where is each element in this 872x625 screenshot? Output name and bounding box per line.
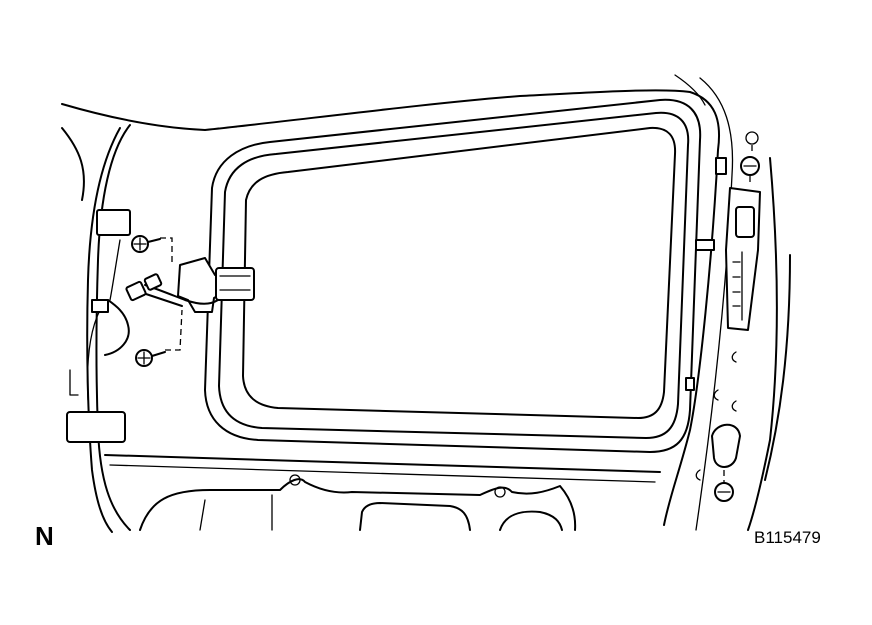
lower-striker (711, 423, 741, 502)
wiring-harness (66, 209, 131, 443)
pillar-holes (695, 351, 737, 481)
door-outer-shell (61, 74, 791, 533)
frame-tab (715, 157, 727, 175)
harness-clip (96, 209, 131, 236)
pillar-hole (745, 131, 759, 145)
lock-assembly (125, 257, 255, 313)
harness-clip (66, 411, 126, 443)
panel-hole (494, 486, 506, 498)
lock-lower-bolt (135, 309, 183, 367)
frame-tab (695, 239, 715, 251)
window-frame (204, 98, 702, 453)
frame-tab (685, 377, 695, 391)
striker-slot (735, 206, 755, 238)
lock-motor (215, 267, 255, 301)
view-label: N (35, 521, 54, 551)
panel-hole (289, 474, 301, 486)
lock-connector (125, 280, 147, 302)
striker-plate (725, 131, 761, 331)
frame-tabs (685, 157, 727, 391)
lock-upper-bolt (131, 235, 173, 262)
harness-clip (91, 299, 109, 313)
figure-code: B115479 (754, 528, 821, 547)
lower-inner-panel (104, 454, 661, 531)
lock-connector (143, 273, 163, 291)
